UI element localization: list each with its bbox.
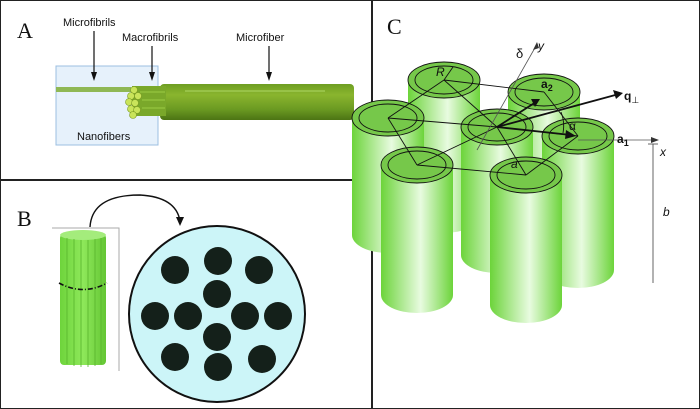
cut-line	[58, 282, 108, 291]
vector-a2	[496, 99, 540, 128]
lattice-lines	[387, 79, 579, 176]
fiber-bundle	[58, 230, 108, 367]
symbol-a1: a1	[617, 132, 629, 148]
microfibrils-label: Microfibrils	[63, 17, 116, 29]
macrofibrils-label: Macrofibrils	[122, 32, 179, 44]
panel-a-label: A	[17, 18, 33, 43]
microfibrils-arrow	[91, 31, 97, 81]
cross-section-fiber	[203, 280, 231, 308]
radius-line	[443, 66, 454, 81]
y-axis	[476, 42, 539, 151]
alpha-arc	[560, 111, 565, 134]
panel-a: A	[0, 0, 373, 181]
macrofibrils-arrow	[149, 46, 155, 81]
cross-section-fiber	[231, 302, 259, 330]
symbol-q-perp: q⊥	[624, 89, 639, 105]
vector-q-perp	[496, 90, 623, 128]
vector-a1	[496, 126, 576, 139]
symbol-delta: δ	[516, 46, 523, 61]
cross-section-diagram	[52, 194, 306, 403]
cross-section-fiber	[204, 353, 232, 381]
cross-section-fiber	[161, 343, 189, 371]
cross-section-fiber	[245, 256, 273, 284]
microfibril-strand	[56, 87, 131, 92]
symbol-a2: a2	[541, 77, 553, 93]
hexagonal-lattice-diagram: R δ y x a2 q⊥ a1 α a b	[351, 39, 670, 323]
cross-section-fibers	[141, 247, 292, 381]
symbol-a: a	[511, 157, 518, 171]
cross-section-fiber	[204, 247, 232, 275]
symbol-alpha: α	[569, 119, 576, 133]
symbol-b: b	[663, 205, 670, 219]
panel-c-label: C	[387, 14, 402, 39]
symbol-R: R	[436, 65, 445, 79]
cross-section-fiber	[203, 323, 231, 351]
nanofibers-label: Nanofibers	[77, 131, 131, 143]
cylinders	[351, 61, 615, 323]
cross-section-fiber	[248, 345, 276, 373]
transition-arrow	[89, 194, 184, 228]
microfiber	[160, 84, 354, 120]
fiber-hierarchy-diagram: Microfibrils Macrofibrils Microfiber Nan…	[55, 17, 354, 146]
cylinder	[380, 146, 454, 313]
symbol-x: x	[659, 145, 667, 159]
cross-section-fiber	[161, 256, 189, 284]
panel-b-label: B	[17, 206, 32, 231]
symbol-y: y	[537, 39, 545, 53]
microfiber-label: Microfiber	[236, 32, 285, 44]
panel-b: B	[0, 181, 373, 409]
cross-section-fiber	[174, 302, 202, 330]
panel-c: C	[351, 0, 700, 409]
macrofibril-bundle	[125, 86, 166, 119]
cross-section-fiber	[264, 302, 292, 330]
bundle-bracket	[52, 227, 120, 371]
cross-section-fiber	[141, 302, 169, 330]
x-axis	[578, 137, 659, 143]
microfiber-arrow	[266, 46, 272, 81]
cylinder	[489, 156, 563, 323]
